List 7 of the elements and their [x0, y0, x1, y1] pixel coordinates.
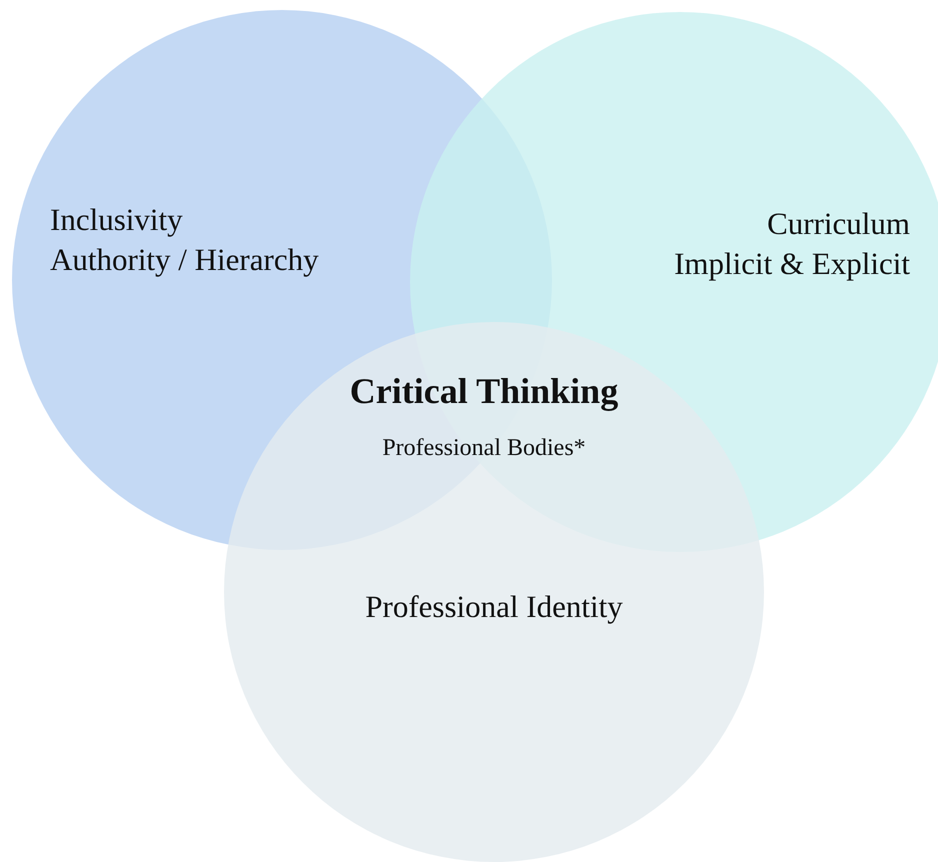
circle-label: Curriculum: [767, 205, 910, 243]
center-heading: Critical Thinking: [350, 370, 618, 412]
circle-label: Professional Identity: [365, 588, 623, 626]
center-subheading: Professional Bodies*: [382, 435, 586, 462]
circle-label: Authority / Hierarchy: [50, 241, 319, 280]
circle-label: Implicit & Explicit: [674, 245, 910, 284]
circle-label: Inclusivity: [50, 201, 183, 239]
